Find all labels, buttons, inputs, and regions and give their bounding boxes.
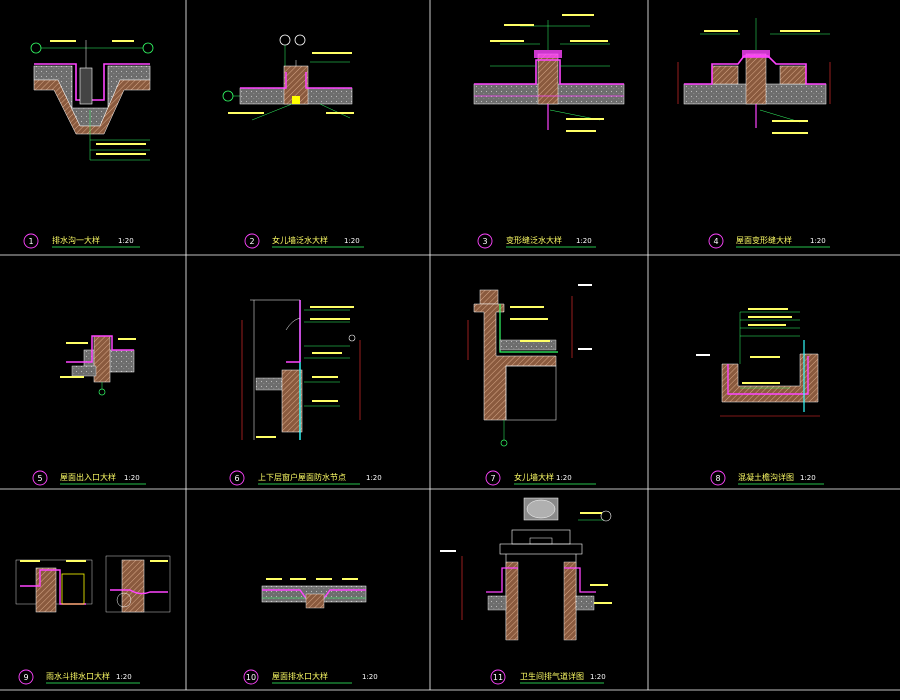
detail-scale: 1:20 <box>800 474 816 482</box>
detail-number-circle <box>18 669 34 685</box>
detail-scale: 1:20 <box>810 237 826 245</box>
detail-scale: 1:20 <box>362 673 378 681</box>
detail-title: 屋面变形缝大样 <box>736 235 792 245</box>
detail-scale: 1:20 <box>366 474 382 482</box>
detail-title: 混凝土檐沟详图 <box>738 472 794 482</box>
detail-title: 屋面出入口大样 <box>60 472 116 482</box>
detail-number: 6 <box>234 474 239 483</box>
detail-number-circle <box>477 233 493 249</box>
detail-number: 8 <box>715 474 720 483</box>
detail-number: 1 <box>28 237 33 246</box>
detail-title-block: 10 屋面排水口大样 1:20 <box>243 669 378 685</box>
detail-drawing-11 <box>440 497 612 641</box>
detail-title: 女儿墙大样 <box>514 472 554 482</box>
detail-number: 10 <box>246 673 256 682</box>
detail-drawing-9 <box>15 555 171 613</box>
detail-title: 雨水斗排水口大样 <box>46 671 110 681</box>
detail-title: 变形缝泛水大样 <box>506 235 562 245</box>
detail-number: 5 <box>37 474 42 483</box>
detail-number: 3 <box>482 237 487 246</box>
detail-number: 4 <box>713 237 718 246</box>
detail-scale: 1:20 <box>556 474 572 482</box>
detail-drawing-7 <box>467 284 592 447</box>
detail-title-block: 2 女儿墙泛水大样 1:20 <box>244 233 364 249</box>
detail-title-block: 1 排水沟一大样 1:20 <box>23 233 140 249</box>
detail-title: 排水沟一大样 <box>52 235 100 245</box>
detail-title: 屋面排水口大样 <box>272 671 328 681</box>
detail-scale: 1:20 <box>590 673 606 681</box>
detail-title-block: 4 屋面变形缝大样 1:20 <box>708 233 830 249</box>
detail-number-circle <box>243 669 259 685</box>
detail-number-circle <box>32 470 48 486</box>
detail-drawing-2 <box>222 34 354 121</box>
detail-drawing-3 <box>473 14 625 132</box>
detail-title-block: 5 屋面出入口大样 1:20 <box>32 470 146 486</box>
detail-title-block: 9 雨水斗排水口大样 1:20 <box>18 669 140 685</box>
detail-drawing-5 <box>60 335 136 396</box>
detail-title-block: 11 卫生间排气道详图 1:20 <box>490 669 606 685</box>
detail-number: 11 <box>493 673 503 682</box>
detail-drawing-10 <box>261 578 367 609</box>
detail-number-circle <box>229 470 245 486</box>
detail-drawing-6 <box>241 299 361 440</box>
detail-number-circle <box>490 669 506 685</box>
detail-title-block: 6 上下层窗户屋面防水节点 1:20 <box>229 470 382 486</box>
detail-scale: 1:20 <box>116 673 132 681</box>
detail-number-circle <box>23 233 39 249</box>
detail-scale: 1:20 <box>576 237 592 245</box>
detail-number: 9 <box>23 673 28 682</box>
detail-number-circle <box>710 470 726 486</box>
detail-number: 2 <box>249 237 254 246</box>
detail-title: 卫生间排气道详图 <box>520 671 584 681</box>
detail-number-circle <box>485 470 501 486</box>
detail-title: 上下层窗户屋面防水节点 <box>258 472 346 482</box>
detail-drawing-1 <box>30 40 154 161</box>
detail-number: 7 <box>490 474 495 483</box>
detail-scale: 1:20 <box>118 237 134 245</box>
detail-scale: 1:20 <box>124 474 140 482</box>
detail-number-circle <box>708 233 724 249</box>
detail-title-block: 8 混凝土檐沟详图 1:20 <box>710 470 824 486</box>
detail-drawing-8 <box>696 308 820 417</box>
detail-title-block: 3 变形缝泛水大样 1:20 <box>477 233 596 249</box>
detail-title: 女儿墙泛水大样 <box>272 235 328 245</box>
detail-scale: 1:20 <box>344 237 360 245</box>
detail-number-circle <box>244 233 260 249</box>
detail-drawing-4 <box>677 18 831 134</box>
